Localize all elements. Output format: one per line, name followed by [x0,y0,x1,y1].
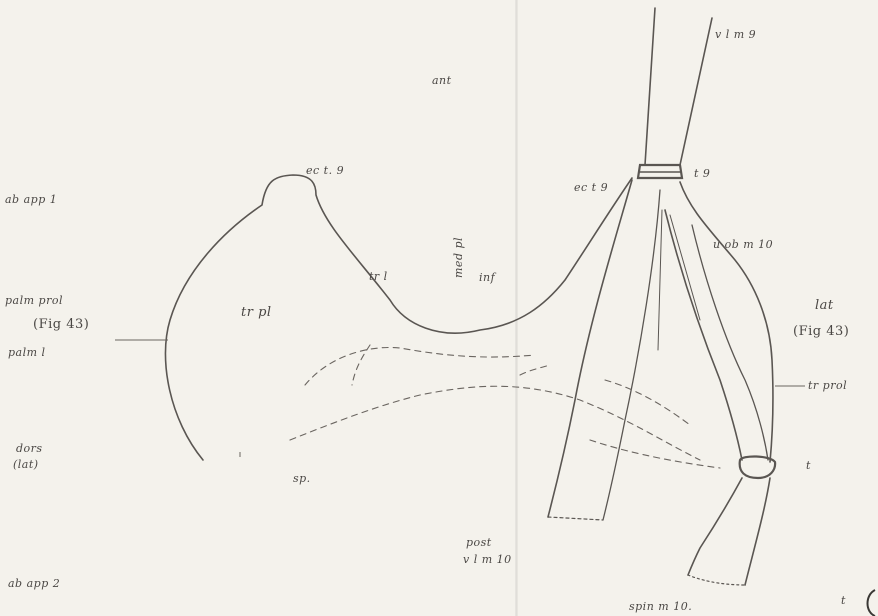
tube-long-left [548,180,632,517]
label-inf: inf [479,271,495,284]
label-spin-m-10: spin m 10. [629,600,692,613]
label-med-pl: med pl [452,237,465,278]
label-tr-pl: tr pl [241,305,272,320]
label-dors: dors [16,442,43,455]
label-ec-t-9-top: ec t. 9 [306,164,344,177]
dashed-curve-2 [290,386,700,460]
label-fig43-left: (Fig 43) [33,317,89,332]
label-sp: sp. [293,472,311,485]
tube-lower [688,478,742,575]
label-palm-l: palm l [8,346,46,359]
label-ec-t-9-right: ec t 9 [574,181,608,194]
label-lat-paren: (lat) [13,458,39,471]
label-palm-prol: palm prol [5,294,63,307]
dashed-curve-1 [305,347,535,385]
label-t-corner: t [841,594,846,607]
dashed-curve-4 [605,380,690,425]
label-tr-l: tr l [369,270,388,283]
label-post: post [466,536,492,549]
label-ab-app-2: ab app 2 [8,577,60,590]
label-u-ob-m-10: u ob m 10 [713,238,773,251]
label-t-lower: t [806,459,811,472]
left-lobe-outline [165,175,632,460]
label-vl-m-10: v l m 10 [463,553,512,566]
label-ab-app-1: ab app 1 [5,193,57,206]
label-lat: lat [815,298,834,313]
tube-upper-left [645,8,655,165]
label-ant: ant [432,74,452,87]
corner-paren [868,590,876,616]
label-t-9: t 9 [694,167,710,180]
label-vl-m-9: v l m 9 [715,28,756,41]
label-tr-prol: tr prol [808,379,847,392]
label-fig43-right: (Fig 43) [793,324,849,339]
dashed-curve-5 [590,440,720,468]
tube-upper-right [680,18,712,165]
